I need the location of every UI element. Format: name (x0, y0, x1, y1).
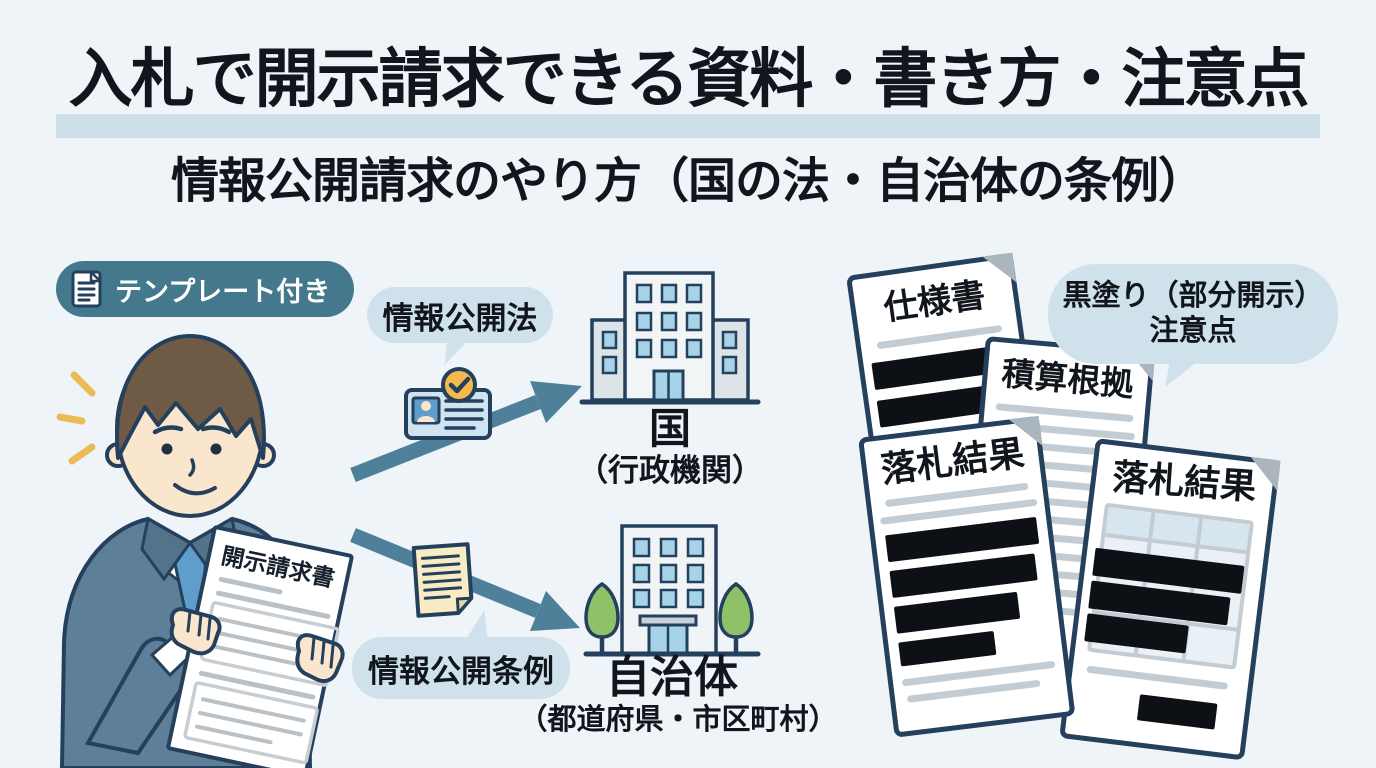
hair (115, 334, 266, 460)
redaction-bar (893, 591, 1021, 634)
tree-icon (584, 581, 620, 652)
municipal-building-subtitle: （都道府県・市区町村） (518, 704, 838, 736)
law-bubble: 情報公開法 (367, 287, 553, 343)
id-card-icon (404, 367, 492, 440)
redaction-note-line2: 注意点 (1149, 315, 1237, 347)
law-bubble-label: 情報公開法 (382, 300, 538, 336)
left-hand (169, 607, 222, 656)
folded-corner-icon (1008, 415, 1043, 450)
ordinance-bubble-tail (462, 609, 488, 641)
title-highlight-bar (56, 114, 1320, 138)
mouth (173, 483, 217, 496)
redaction-note-bubble: 黒塗り（部分開示） 注意点 (1048, 264, 1338, 364)
national-building-subtitle: （行政機関） (577, 453, 763, 488)
template-badge-label: テンプレート付き (115, 276, 331, 307)
eye (210, 443, 222, 455)
document-text-lines (215, 576, 331, 619)
disclosure-doc-award-result-left: 落札結果 (858, 415, 1076, 738)
redaction-note-line1: 黒塗り（部分開示） (1062, 280, 1324, 313)
redaction-note-bubble-tail (1165, 353, 1201, 393)
eyebrows (152, 425, 232, 435)
tree-icon (718, 581, 754, 652)
page-title: 入札で開示請求できる資料・書き方・注意点 (68, 43, 1310, 115)
emphasis-marks-icon (56, 371, 96, 465)
request-document: 開示請求書 (166, 525, 354, 768)
municipal-building-name: 自治体 (606, 653, 738, 702)
right-hand (295, 633, 345, 683)
folded-corner-icon (982, 252, 1017, 287)
text-line (876, 324, 1003, 350)
document-icon (71, 270, 102, 308)
national-building-name: 国 (648, 405, 691, 452)
person-illustration: 開示請求書 (56, 334, 354, 768)
ordinance-bubble-label: 情報公開条例 (368, 653, 554, 689)
redaction-bar (1137, 694, 1218, 730)
national-building-icon (579, 271, 761, 405)
nose (188, 458, 196, 477)
table-header-row (1105, 507, 1250, 555)
template-badge: テンプレート付き (56, 261, 355, 317)
disclosure-doc-award-result-right: 落札結果 (1059, 438, 1281, 761)
eye (161, 443, 173, 455)
ordinance-bubble: 情報公開条例 (352, 637, 570, 699)
page-subtitle: 情報公開請求のやり方（国の法・自治体の条例） (170, 155, 1206, 208)
municipal-building-icon (583, 524, 761, 657)
ordinance-paper-icon (411, 542, 474, 618)
doc-title: 落札結果 (1111, 456, 1258, 508)
text-line (1086, 665, 1229, 690)
check-icon (441, 367, 477, 403)
lapel (140, 516, 193, 582)
redaction-bar (898, 630, 997, 667)
law-bubble-tail (444, 339, 468, 367)
